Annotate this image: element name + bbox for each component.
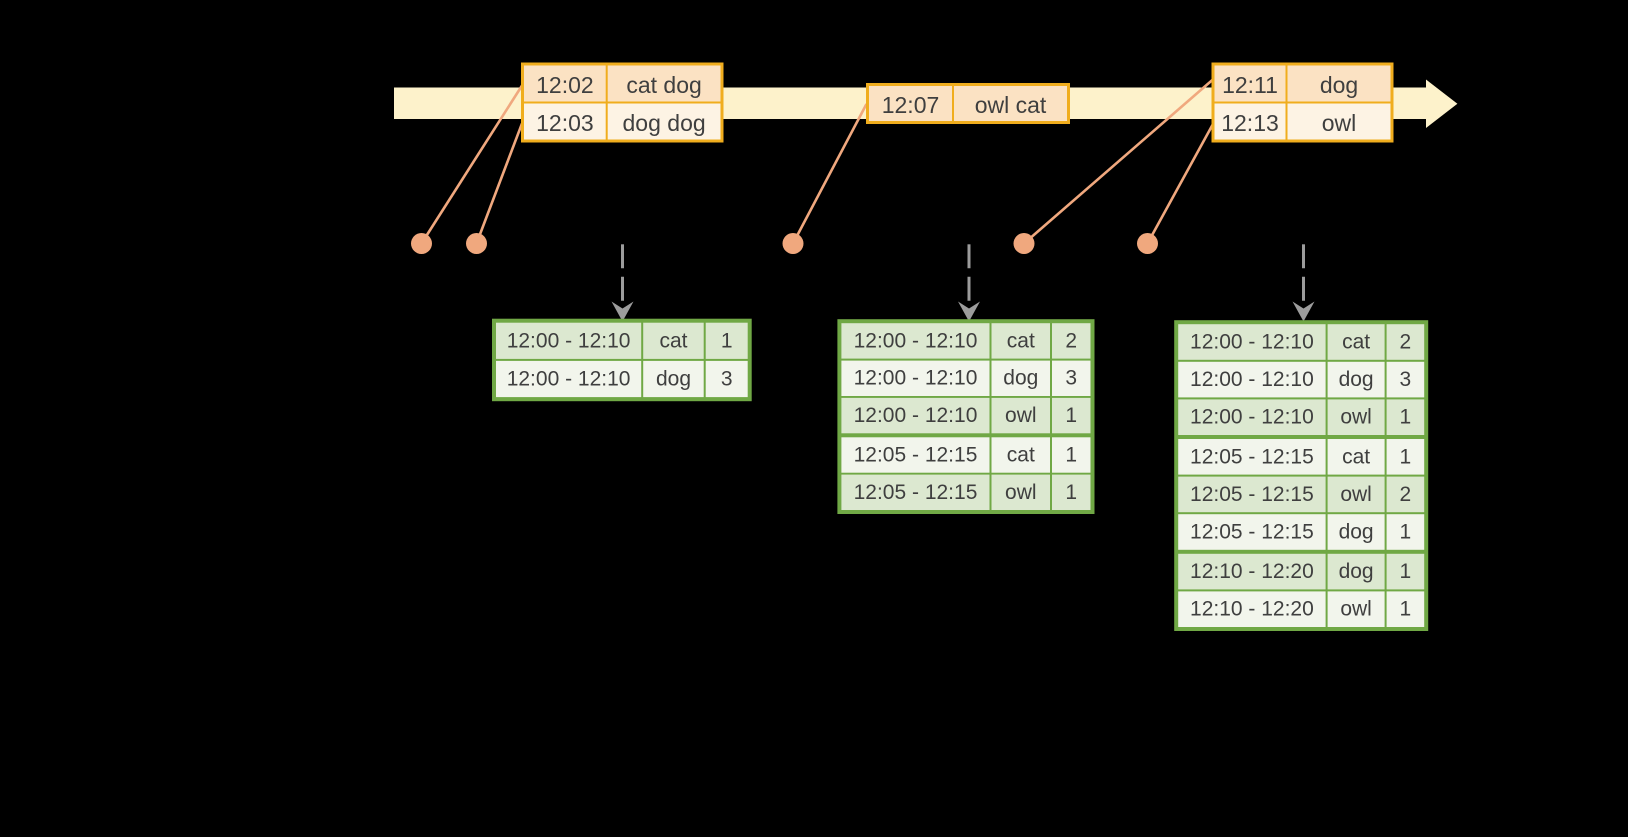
svg-text:owl cat: owl cat xyxy=(975,92,1047,118)
svg-text:owl: owl xyxy=(1005,481,1037,504)
svg-text:12:00 - 12:10: 12:00 - 12:10 xyxy=(854,329,978,352)
svg-text:3: 3 xyxy=(1065,367,1077,390)
svg-text:2: 2 xyxy=(1400,483,1412,506)
svg-text:owl: owl xyxy=(1340,406,1372,429)
svg-text:12:00 - 12:10: 12:00 - 12:10 xyxy=(507,368,631,391)
svg-text:dog: dog xyxy=(1320,72,1358,98)
svg-text:12:00 - 12:10: 12:00 - 12:10 xyxy=(1190,331,1314,354)
svg-text:12:02: 12:02 xyxy=(536,72,594,98)
svg-text:12:00 - 12:10: 12:00 - 12:10 xyxy=(854,367,978,390)
svg-text:1: 1 xyxy=(721,329,733,352)
svg-text:owl: owl xyxy=(1005,404,1037,427)
svg-text:owl: owl xyxy=(1340,483,1372,506)
svg-text:cat dog: cat dog xyxy=(626,72,701,98)
svg-text:12:05 - 12:15: 12:05 - 12:15 xyxy=(1190,445,1314,468)
svg-text:1: 1 xyxy=(1400,598,1412,621)
svg-text:12:00 - 12:10: 12:00 - 12:10 xyxy=(1190,368,1314,391)
svg-text:1: 1 xyxy=(1400,521,1412,544)
svg-text:12:10 - 12:20: 12:10 - 12:20 xyxy=(1190,560,1314,583)
svg-text:dog: dog xyxy=(1339,368,1374,391)
svg-text:1: 1 xyxy=(1065,481,1077,504)
svg-text:dog dog: dog dog xyxy=(623,110,706,136)
svg-text:dog: dog xyxy=(1003,367,1038,390)
svg-text:dog: dog xyxy=(1339,560,1374,583)
svg-text:12:05 - 12:15: 12:05 - 12:15 xyxy=(1190,521,1314,544)
svg-text:12:03: 12:03 xyxy=(536,110,594,136)
svg-text:12:00 - 12:10: 12:00 - 12:10 xyxy=(854,404,978,427)
svg-text:12:05 - 12:15: 12:05 - 12:15 xyxy=(854,444,978,467)
svg-text:1: 1 xyxy=(1065,404,1077,427)
svg-text:3: 3 xyxy=(721,368,733,391)
svg-text:12:00 - 12:10: 12:00 - 12:10 xyxy=(1190,406,1314,429)
svg-text:cat: cat xyxy=(1007,444,1035,467)
svg-text:2: 2 xyxy=(1400,331,1412,354)
svg-text:1: 1 xyxy=(1400,406,1412,429)
svg-text:dog: dog xyxy=(1339,521,1374,544)
svg-text:1: 1 xyxy=(1400,560,1412,583)
svg-text:3: 3 xyxy=(1400,368,1412,391)
svg-text:12:10 - 12:20: 12:10 - 12:20 xyxy=(1190,598,1314,621)
svg-text:dog: dog xyxy=(656,368,691,391)
svg-text:2: 2 xyxy=(1065,329,1077,352)
svg-text:cat: cat xyxy=(659,329,687,352)
svg-text:cat: cat xyxy=(1342,331,1370,354)
svg-text:12:05 - 12:15: 12:05 - 12:15 xyxy=(1190,483,1314,506)
svg-text:cat: cat xyxy=(1007,329,1035,352)
svg-text:1: 1 xyxy=(1065,444,1077,467)
svg-text:12:13: 12:13 xyxy=(1221,110,1279,136)
svg-text:12:11: 12:11 xyxy=(1222,72,1278,98)
svg-text:12:07: 12:07 xyxy=(882,92,940,118)
svg-text:cat: cat xyxy=(1342,445,1370,468)
svg-text:1: 1 xyxy=(1400,445,1412,468)
svg-text:owl: owl xyxy=(1340,598,1372,621)
svg-text:12:00 - 12:10: 12:00 - 12:10 xyxy=(507,329,631,352)
svg-text:12:05 - 12:15: 12:05 - 12:15 xyxy=(854,481,978,504)
svg-text:owl: owl xyxy=(1322,110,1357,136)
